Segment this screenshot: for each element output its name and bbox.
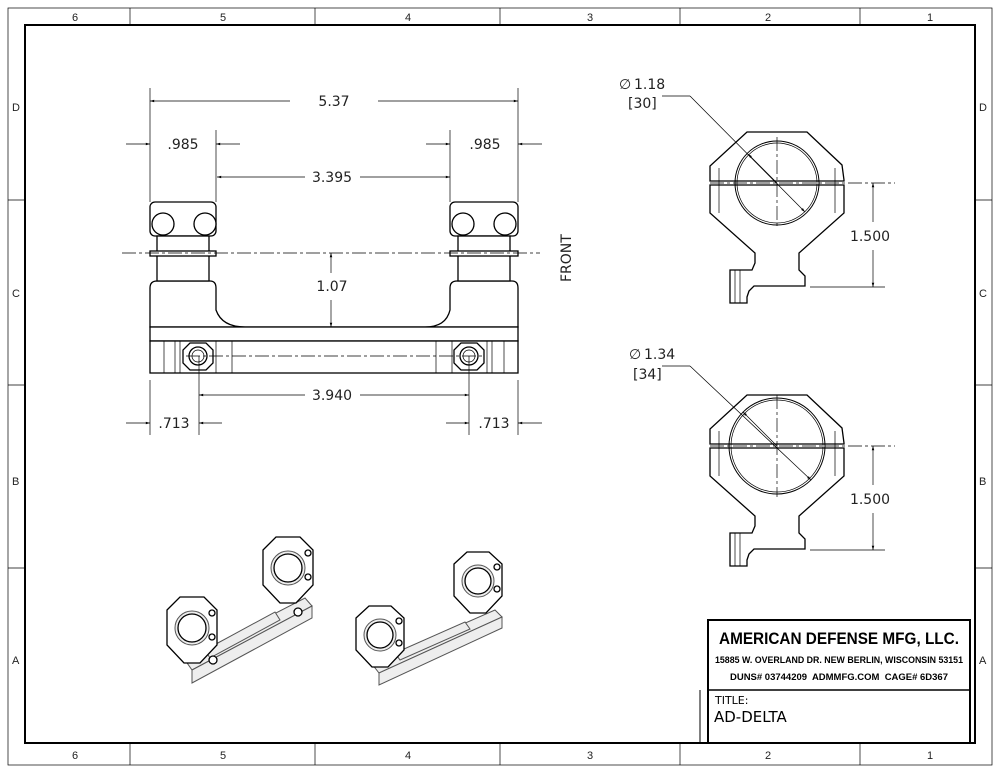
dim-diameter-2-value: 1.34 [644,347,675,363]
dim-screw-offset-right: .713 [478,416,509,432]
title-label: TITLE: [714,694,748,707]
drawing-title: AD-DELTA [714,708,788,726]
zone-col-3: 3 [587,12,593,24]
dim-ring-width-left: .985 [167,137,198,153]
ring-view-30mm: ∅ 1.18 [30] 1.500 [619,77,895,304]
dim-diameter-2-metric: [34] [633,367,662,383]
isometric-view-2 [355,551,503,686]
dim-overall-length: 5.37 [318,94,349,110]
screw-head-icon [451,212,475,236]
zone-row-d-right: D [979,102,987,114]
front-label: FRONT [559,234,575,282]
dim-diameter-1-value: 1.18 [634,77,665,93]
zone-col-4-bottom: 4 [405,750,411,762]
zone-row-d: D [12,102,20,114]
zone-row-a-right: A [979,655,987,667]
diameter-symbol-1: ∅ [619,77,631,93]
dim-screw-offset-left: .713 [158,416,189,432]
drawing-border [7,7,993,766]
zone-row-b-right: B [979,476,986,488]
zone-row-b: B [12,476,19,488]
zone-row-a: A [12,655,20,667]
zone-row-c-right: C [979,288,987,300]
title-block: AMERICAN DEFENSE MFG, LLC. 15885 W. OVER… [699,619,971,744]
front-view: 5.37 .985 .985 3.395 1.07 3.940 .713 .71… [122,88,575,435]
isometric-view-1 [166,536,314,684]
zone-col-2-bottom: 2 [765,750,771,762]
dim-height: 1.07 [316,279,347,295]
zone-labels: 6 5 4 3 2 1 6 5 4 3 2 1 D C B A D C B A [12,12,987,762]
zone-col-4: 4 [405,12,411,24]
dim-diameter-1-metric: [30] [628,96,657,112]
screw-head-icon [151,212,175,236]
dim-ring-height-1: 1.500 [850,229,890,245]
company-ids: DUNS# 03744209 ADMMFG.COM CAGE# 6D367 [730,672,948,683]
screw-head-icon [493,212,517,236]
company-address: 15885 W. OVERLAND DR. NEW BERLIN, WISCON… [715,655,964,666]
zone-col-2: 2 [765,12,771,24]
dim-ring-gap: 3.395 [312,170,352,186]
company-name: AMERICAN DEFENSE MFG, LLC. [719,629,959,648]
zone-col-6: 6 [72,12,78,24]
rail-nut-left [182,342,214,371]
ring-view-34mm: ∅ 1.34 [34] 1.500 [629,347,895,567]
dim-ring-height-2: 1.500 [850,492,890,508]
zone-col-6-bottom: 6 [72,750,78,762]
dim-screw-spacing: 3.940 [312,388,352,404]
dim-ring-width-right: .985 [469,137,500,153]
zone-col-5: 5 [220,12,226,24]
zone-row-c: C [12,288,20,300]
zone-col-5-bottom: 5 [220,750,226,762]
zone-col-1: 1 [927,12,933,24]
screw-head-icon [193,212,217,236]
diameter-symbol-2: ∅ [629,347,641,363]
zone-col-3-bottom: 3 [587,750,593,762]
zone-col-1-bottom: 1 [927,750,933,762]
